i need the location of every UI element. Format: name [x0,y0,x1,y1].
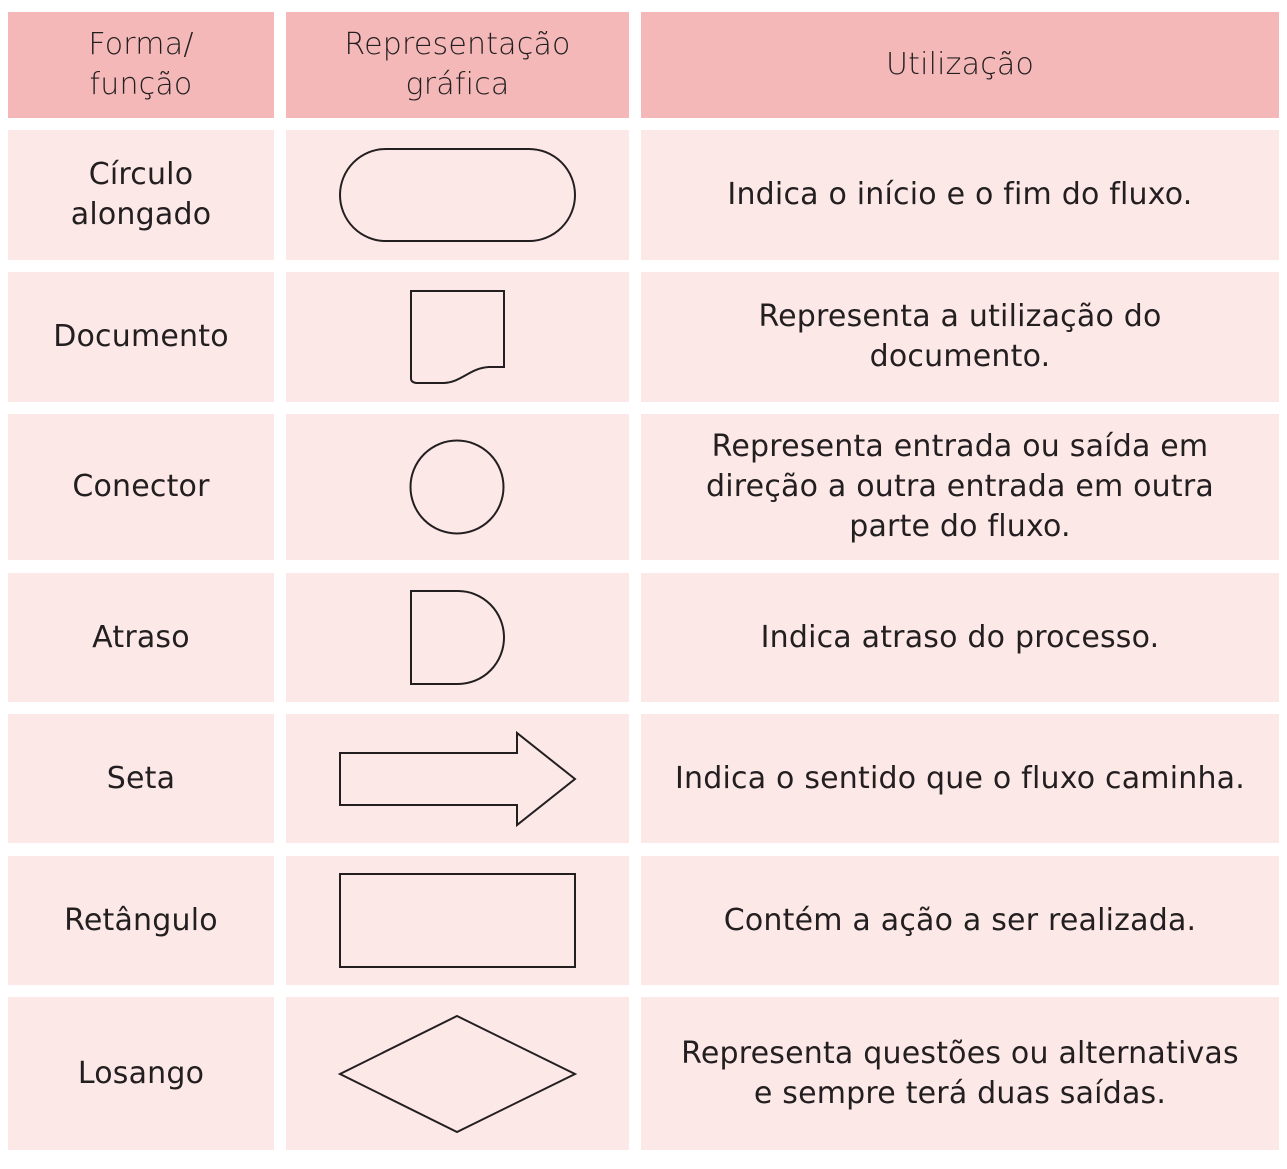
shape-usage: Indica o sentido que o fluxo caminha. [674,760,1246,796]
shape-usage: Indica o início e o fim do fluxo. [727,177,1193,212]
header-label: Representação gráfica [344,27,571,102]
header-forma-funcao: Forma/ função [8,12,274,118]
table-row-name: Documento [8,272,274,402]
table-row-name: Losango [8,997,274,1150]
table-row-usage: Indica o sentido que o fluxo caminha. [641,714,1279,843]
shape-usage: Contém a ação a ser realizada. [723,902,1197,938]
shape-usage: Representa questões ou alternativas e se… [681,1035,1239,1111]
connector-circle-shape-icon [409,439,505,535]
table-row-usage: Representa a utilização do documento. [641,272,1279,402]
table-row-name: Atraso [8,573,274,702]
document-shape-icon [410,290,505,384]
table-row-name: Retângulo [8,856,274,985]
header-label: Forma/ função [88,27,194,102]
arrow-shape-icon [339,730,577,828]
rectangle-shape-icon [339,873,576,968]
shape-name: Documento [53,319,229,354]
shape-usage: Representa entrada ou saída em direção a… [706,429,1214,544]
shape-usage: Indica atraso do processo. [760,619,1160,655]
header-utilizacao: Utilização [641,12,1279,118]
shape-usage: Representa a utilização do documento. [758,299,1162,374]
table-row-shape-cell [286,130,629,260]
table-row-name: Conector [8,414,274,560]
table-row-name: Seta [8,714,274,843]
shape-name: Retângulo [64,902,218,938]
shape-name: Atraso [92,619,190,655]
table-row-shape-cell [286,714,629,843]
delay-shape-icon [410,590,505,685]
shape-name: Círculo alongado [70,157,212,232]
table-row-shape-cell [286,856,629,985]
table-row-shape-cell [286,573,629,702]
table-row-shape-cell [286,414,629,560]
table-row-usage: Representa questões ou alternativas e se… [641,997,1279,1150]
shape-name: Seta [106,760,176,796]
table-row-usage: Representa entrada ou saída em direção a… [641,414,1279,560]
header-label: Utilização [885,47,1035,82]
table-row-usage: Contém a ação a ser realizada. [641,856,1279,985]
diamond-shape-icon [337,1014,578,1134]
shape-name: Conector [72,469,210,504]
header-representacao-grafica: Representação gráfica [286,12,629,118]
table-row-usage: Indica atraso do processo. [641,573,1279,702]
shape-name: Losango [77,1055,205,1091]
terminator-shape-icon [339,148,576,242]
table-row-name: Círculo alongado [8,130,274,260]
table-row-usage: Indica o início e o fim do fluxo. [641,130,1279,260]
